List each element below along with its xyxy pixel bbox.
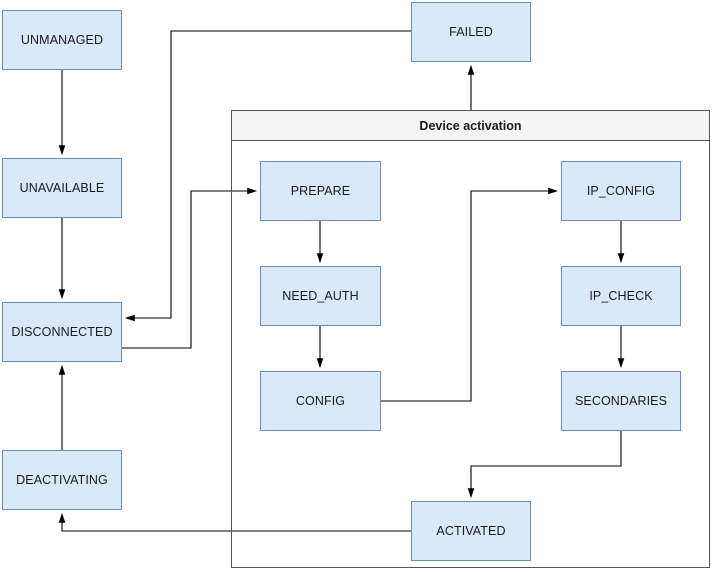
state-node-failed[interactable]: FAILED xyxy=(411,2,531,62)
state-node-label: SECONDARIES xyxy=(574,394,668,408)
group-device-activation-title: Device activation xyxy=(231,110,710,141)
state-node-label: IP_CONFIG xyxy=(586,184,656,198)
state-node-prepare[interactable]: PREPARE xyxy=(260,161,381,221)
state-node-deactivating[interactable]: DEACTIVATING xyxy=(2,450,122,510)
state-node-ip_config[interactable]: IP_CONFIG xyxy=(561,161,681,221)
state-node-label: UNMANAGED xyxy=(20,33,104,47)
state-node-unavailable[interactable]: UNAVAILABLE xyxy=(2,158,122,218)
state-node-activated[interactable]: ACTIVATED xyxy=(411,501,531,561)
state-node-label: IP_CHECK xyxy=(589,289,653,303)
state-node-label: CONFIG xyxy=(295,394,346,408)
state-node-label: NEED_AUTH xyxy=(282,289,359,303)
state-node-label: DEACTIVATING xyxy=(16,473,108,487)
state-node-config[interactable]: CONFIG xyxy=(260,371,381,431)
state-node-label: FAILED xyxy=(449,25,493,39)
state-node-label: PREPARE xyxy=(290,184,351,198)
state-node-label: UNAVAILABLE xyxy=(19,181,105,195)
state-node-ip_check[interactable]: IP_CHECK xyxy=(561,266,681,326)
state-node-disconnected[interactable]: DISCONNECTED xyxy=(2,302,122,362)
state-node-label: ACTIVATED xyxy=(436,524,506,538)
state-node-need_auth[interactable]: NEED_AUTH xyxy=(260,266,381,326)
state-node-label: DISCONNECTED xyxy=(11,325,113,339)
state-node-unmanaged[interactable]: UNMANAGED xyxy=(2,10,122,70)
state-node-secondaries[interactable]: SECONDARIES xyxy=(561,371,681,431)
